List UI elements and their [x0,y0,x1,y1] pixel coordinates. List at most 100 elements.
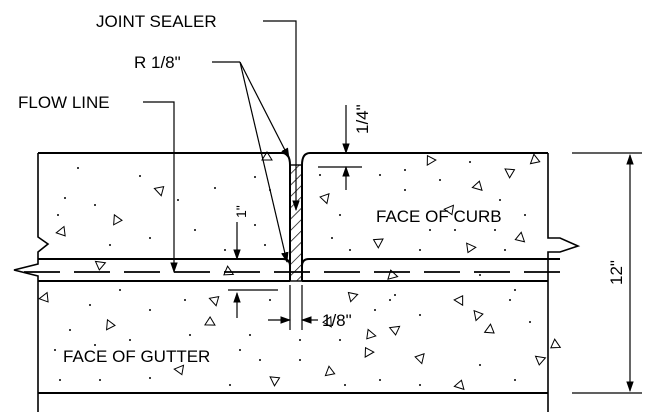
aggregate-dot [479,364,481,366]
aggregate-dot [344,384,346,386]
aggregate-triangle [324,365,336,377]
aggregate-triangle [55,225,66,237]
aggregate-dot [109,244,111,246]
aggregate-triangle [105,318,116,331]
aggregate-dot [299,339,301,341]
aggregate-triangle [534,355,547,366]
aggregate-dot [149,309,151,311]
face-of-curb-label: FACE OF CURB [376,207,502,226]
aggregate-triangle [372,238,384,249]
aggregate-dot [229,384,231,386]
aggregate-dot [189,334,191,336]
aggregate-triangle [269,376,281,387]
aggregate-dot [514,379,516,381]
aggregate-dot [454,229,456,231]
one-inch-label: 1" [233,205,249,218]
aggregate-dot [239,349,241,351]
aggregate-triangle [322,315,332,328]
aggregate-dot [524,214,526,216]
aggregate-dot [249,334,251,336]
aggregate-dot [149,377,151,379]
aggregate-triangle [471,180,483,191]
aggregate-dot [259,359,261,361]
aggregate-dot [54,349,56,351]
aggregate-dot [339,214,341,216]
aggregate-dot [499,199,501,201]
aggregate-dot [349,249,351,251]
aggregate-texture [38,151,562,391]
aggregate-dot [119,289,121,291]
aggregate-dot [69,329,71,331]
aggregate-dot [429,229,431,231]
aggregate-dot [89,304,91,306]
aggregate-dot [469,161,471,163]
aggregate-dot [184,299,186,301]
aggregate-dot [94,344,96,346]
aggregate-dot [194,229,196,231]
aggregate-triangle [453,294,464,307]
curb-section [37,152,581,260]
radius-leader-lower [239,61,289,264]
aggregate-dot [139,175,141,177]
aggregate-dot [439,179,441,181]
aggregate-triangle [347,291,359,303]
joint-sealer-label: JOINT SEALER [96,12,217,31]
aggregate-triangle [504,168,516,179]
flow-line-leader [143,101,178,274]
aggregate-triangle [208,296,220,307]
flow-line-right-round [301,258,310,267]
aggregate-dot [404,169,406,171]
aggregate-dot [404,189,406,191]
aggregate-triangle [261,151,273,161]
aggregate-dot [254,224,256,226]
aggregate-triangle [514,231,526,243]
aggregate-dot [64,197,66,199]
aggregate-dot [529,321,531,323]
aggregate-triangle [529,153,541,165]
aggregate-dot [389,299,391,301]
aggregate-dot [177,199,179,201]
radius-label: R 1/8" [134,53,181,72]
aggregate-dot [419,314,421,316]
aggregate-dot [254,176,256,178]
aggregate-dot [214,187,216,189]
aggregate-dot [94,204,96,206]
aggregate-triangle [426,154,437,167]
aggregate-dot [269,299,271,301]
aggregate-dot [379,379,381,381]
aggregate-triangle [113,213,123,226]
curb-left-break-line [37,153,50,259]
aggregate-dot [419,384,421,386]
curb-right-break-line [547,153,581,259]
aggregate-dot [514,289,516,291]
flow-line-label: FLOW LINE [18,93,110,112]
aggregate-dot [419,249,421,251]
aggregate-dot [149,237,151,239]
aggregate-dot [264,244,266,246]
aggregate-dot [299,359,301,361]
aggregate-triangle [364,346,375,358]
gutter-left-break-line [13,259,39,393]
aggregate-triangle [483,323,495,334]
quarter-inch-label: 1/4" [353,104,372,134]
aggregate-dot [319,174,321,176]
aggregate-triangle [550,338,562,349]
aggregate-triangle [387,269,399,280]
aggregate-dot [339,339,341,341]
aggregate-dot [224,249,226,251]
aggregate-dot [504,249,506,251]
aggregate-triangle [388,325,401,336]
twelve-inch-label: 12" [607,260,626,285]
aggregate-triangle [366,328,377,340]
radius-leader-upper [239,61,290,159]
aggregate-dot [374,309,376,311]
aggregate-triangle [94,260,107,271]
aggregate-triangle [473,309,484,322]
eighth-inch-label: 1/8" [322,311,352,330]
aggregate-triangle [173,364,185,376]
aggregate-dot [379,174,381,176]
aggregate-triangle [38,291,49,303]
aggregate-dot [129,339,131,341]
aggregate-triangle [466,242,477,254]
